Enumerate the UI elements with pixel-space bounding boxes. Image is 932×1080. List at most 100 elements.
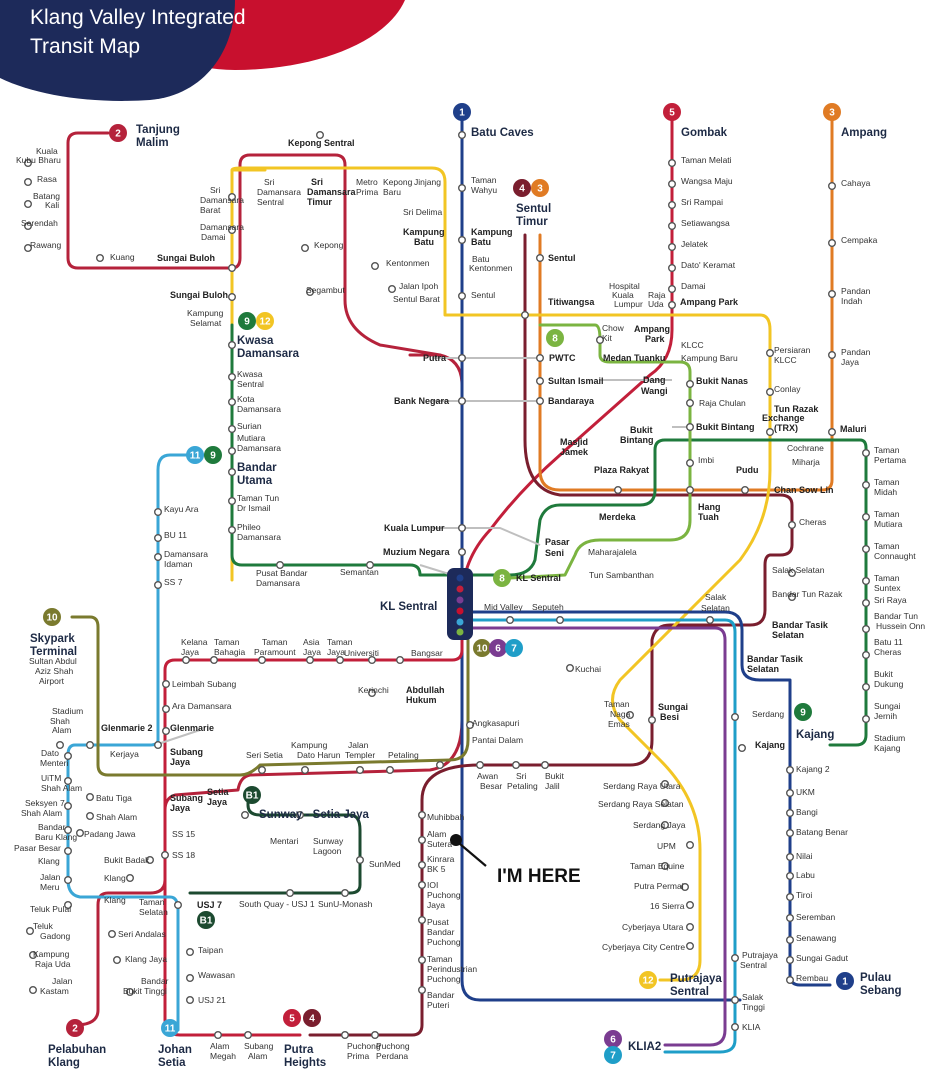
station-label: Barat [200,205,221,215]
station-label: Petaling [388,750,419,760]
line-11-path [66,453,207,1032]
terminal-label: Utama [237,475,273,487]
station-label: Midah [874,487,897,497]
station-label: Tiroi [796,890,812,900]
line-badge-6: 6 [604,1030,622,1048]
interchange-station-label: Pudu [736,465,759,475]
station-label: Jelatek [681,239,709,249]
station-label: Teluk Pulai [30,904,71,914]
station-label: Selatan [139,907,168,917]
station-label: Sultan Abdul [29,656,77,666]
station-label: Sri Delima [403,207,442,217]
line-badge-label: 6 [495,644,501,655]
line-badge-6: 6 [489,639,507,657]
station-label: Pusat Bandar [256,568,308,578]
station-label: Seri Setia [246,750,283,760]
station-label: Lagoon [313,846,342,856]
line-badge-label: 12 [642,976,654,987]
station-label: Bahagia [214,647,245,657]
station-label: Cempaka [841,235,878,245]
station-label: Metro [356,177,378,187]
station-label: Kinrara [427,854,455,864]
line-badge-12: 12 [256,312,274,330]
interchange-station-label: Muzium Negara [383,547,451,557]
station-label: Kampung [187,308,224,318]
station-label: Teluk [33,921,54,931]
station-label: Stadium [874,733,905,743]
line-badge-label: 6 [610,1035,616,1046]
station-label: Taman Tun [237,493,279,503]
line-badge-7: 7 [604,1046,622,1064]
station-label: Hussein Onn [876,621,925,631]
station-label: Taman [139,897,165,907]
station-label: Dato [41,748,59,758]
station-label: Damai [681,281,706,291]
station-label: IOI [427,880,438,890]
line-10-path [70,615,470,777]
station-label: Klang [104,873,126,883]
line-badge-label: 9 [800,708,806,719]
terminal-label: Putrajaya [670,973,722,985]
station-label: Kajang 2 [796,764,830,774]
station-label: BK 5 [427,864,446,874]
station-label: Baru Klang [35,832,77,842]
station-label: Idaman [164,559,193,569]
station-label: Taman [427,954,453,964]
interchange-station-label: Plaza Rakyat [594,465,649,475]
interchange-station-label: Ampang [634,324,670,334]
interchange-station-label: USJ 7 [197,900,222,910]
line-badge-label: 12 [259,317,271,328]
station-label: Meru [40,882,60,892]
station-label: Imbi [698,455,714,465]
station-label: Taman [471,175,497,185]
interchange-station-label: Subang [170,747,203,757]
station-label: SunU-Monash [318,899,373,909]
station-label: Taman [874,541,900,551]
line-badge-8: 8 [493,569,511,587]
station-label: Kerinchi [358,685,389,695]
line-badge-9: 9 [794,703,812,721]
station-label: Conlay [774,384,801,394]
station-label: Sutera [427,839,452,849]
station-label: Cahaya [841,178,871,188]
you-are-here-label: I'M HERE [497,866,581,887]
station-label: Asia [303,637,320,647]
station-label: Kali [45,200,59,210]
station-label: Taman [604,699,630,709]
interchange-station-label: Abdullah [406,685,445,695]
station-label: Pasar Besar [14,843,61,853]
interchange-station-label: Jaya [170,757,191,767]
station-label: Seputeh [532,602,564,612]
station-label: Puchong [427,974,461,984]
terminal-label: Kajang [796,729,834,741]
station-label: Sungai Gadut [796,953,849,963]
line-badge-B1: B1 [243,786,261,804]
station-label: Damai [201,232,226,242]
line-badge-8: 8 [546,329,564,347]
station-label: Dato Harun [297,750,341,760]
line-badge-4: 4 [513,179,531,197]
station-label: Setiawangsa [681,218,730,228]
line-b1-path [188,793,362,895]
station-label: Ara Damansara [172,701,232,711]
station-label: Phileo [237,522,261,532]
station-label: Puchong [347,1041,381,1051]
interchange-station-label: Sungai Buloh [157,253,215,263]
station-label: Batu [472,254,490,264]
station-label: Stadium [52,706,83,716]
station-label: Mutiara [237,433,266,443]
line-badge-B1: B1 [197,911,215,929]
line-badge-label: B1 [246,791,259,802]
interchange-station-label: Putra [423,353,447,363]
station-label: Indah [841,296,863,306]
station-label: Cyberjaya Utara [622,922,684,932]
terminal-label: Heights [284,1057,326,1069]
line-badge-9: 9 [204,446,222,464]
line-badge-10: 10 [473,639,491,657]
station-label: Alam [210,1041,229,1051]
station-label: Damansara [256,578,300,588]
terminal-label: Sentul [516,203,551,215]
interchange-station-label: Wangi [641,386,668,396]
station-label: Dr Ismail [237,503,271,513]
station-label: Taman [874,477,900,487]
